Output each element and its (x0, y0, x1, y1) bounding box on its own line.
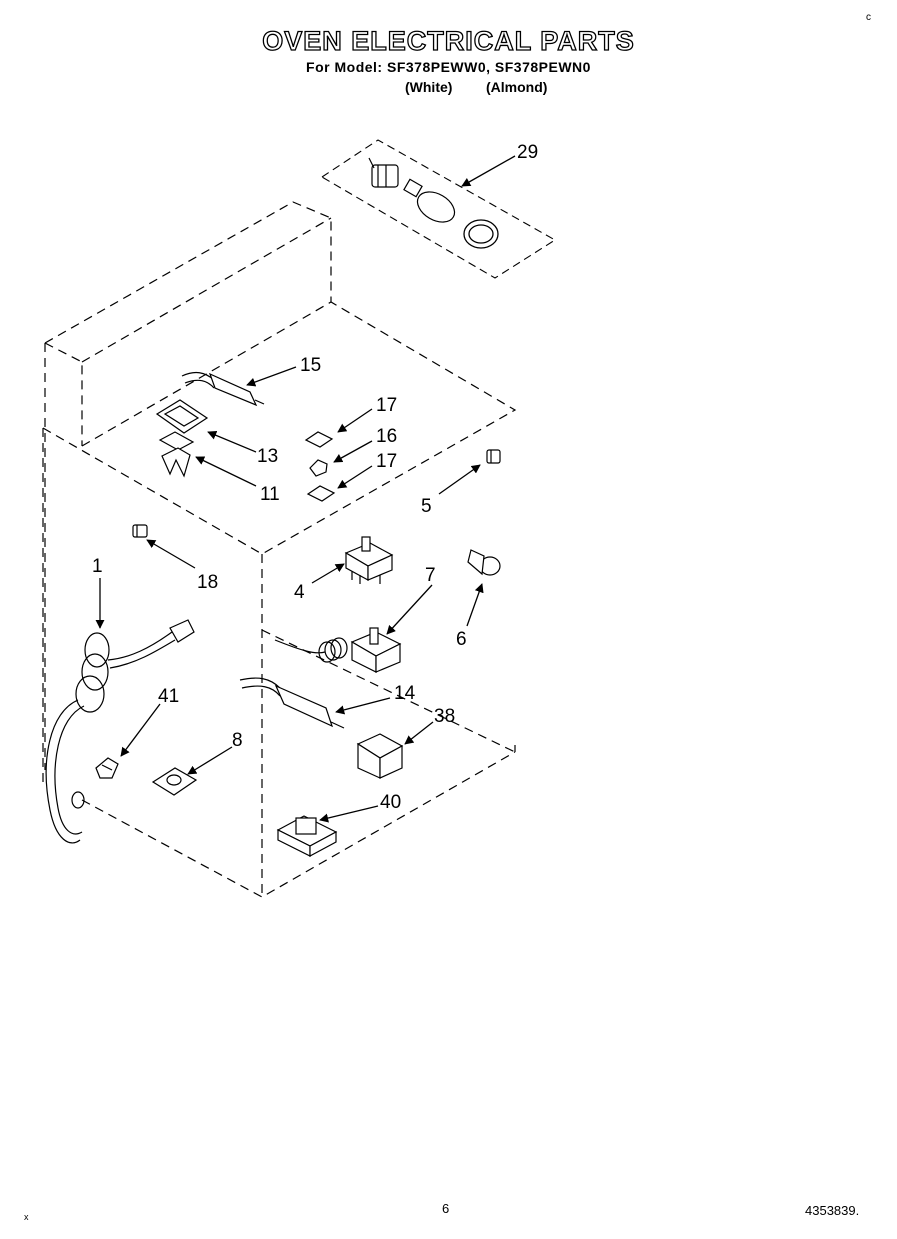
connector-plug-icon (132, 524, 148, 538)
callout-7: 7 (425, 565, 436, 586)
thermostat-icon (274, 627, 402, 673)
corner-mark-top: c (866, 12, 871, 23)
mounting-bracket-icon (155, 399, 209, 434)
callout-40: 40 (380, 792, 401, 813)
corner-mark-bottom: x (24, 1212, 29, 1222)
callout-17-lower: 17 (376, 451, 397, 472)
wire-harness-connector-icon (181, 371, 265, 407)
callout-18: 18 (197, 572, 218, 593)
terminal-base-icon (276, 815, 338, 858)
variant-almond-label: (Almond) (486, 79, 548, 95)
light-bulb-icon (403, 178, 456, 223)
callout-41: 41 (158, 686, 179, 707)
callout-1: 1 (92, 556, 103, 577)
diagram-title: OVEN ELECTRICAL PARTS (262, 25, 635, 56)
relay-icon (356, 733, 404, 779)
callout-11: 11 (260, 484, 280, 505)
wire-harness-icon (239, 677, 345, 729)
grommet-icon (486, 449, 501, 464)
callout-8: 8 (232, 730, 243, 751)
receptacle-icon (151, 767, 198, 796)
light-assembly-panel (320, 139, 557, 279)
callout-17-upper: 17 (376, 395, 397, 416)
power-cord-icon (45, 619, 195, 844)
insulator-icon (306, 485, 336, 502)
lamp-lens-icon (463, 219, 499, 249)
callout-5: 5 (421, 496, 432, 517)
terminal-block-icon (95, 757, 119, 779)
callout-13: 13 (257, 446, 278, 467)
insulator-icon (304, 431, 334, 448)
switch-icon (309, 459, 328, 477)
callout-4: 4 (294, 582, 305, 603)
callout-29: 29 (517, 142, 538, 163)
variant-white-label: (White) (405, 79, 453, 95)
callout-6: 6 (456, 629, 467, 650)
leader-lines (95, 155, 516, 823)
page-number: 6 (442, 1201, 450, 1216)
pilot-light-icon (467, 549, 501, 576)
terminal-clip-icon (158, 431, 195, 478)
model-line: For Model: SF378PEWW0, SF378PEWN0 (306, 59, 591, 75)
callout-16: 16 (376, 426, 397, 447)
callout-15: 15 (300, 355, 321, 376)
callout-38: 38 (434, 706, 455, 727)
document-number: 4353839. (805, 1203, 860, 1218)
lamp-socket-icon (368, 157, 399, 188)
callout-14: 14 (394, 683, 416, 704)
selector-switch-icon (344, 536, 394, 584)
cabinet-outline (42, 201, 517, 898)
